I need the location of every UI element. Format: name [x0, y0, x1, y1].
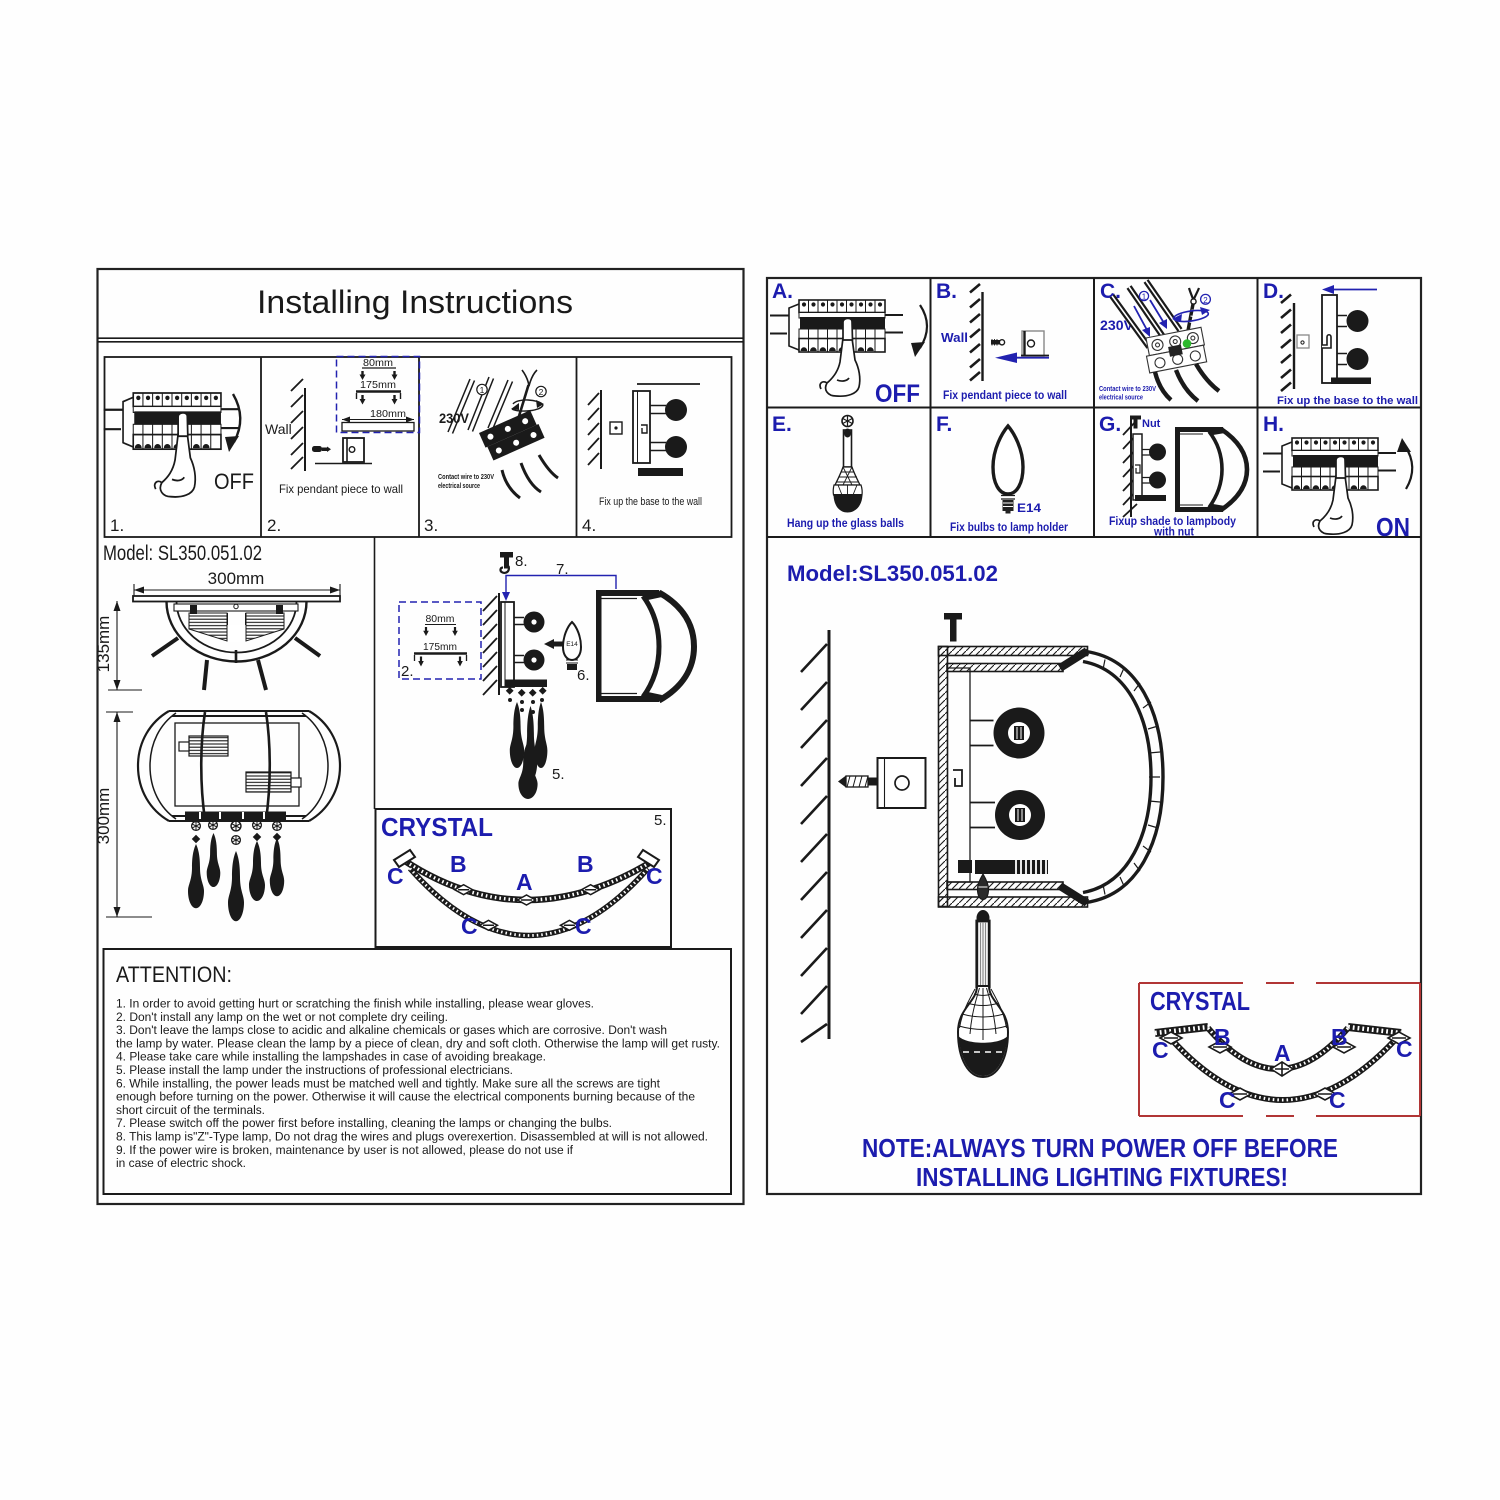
- svg-text:short circuit of the terminals: short circuit of the terminals.: [116, 1103, 265, 1117]
- svg-text:9. If the power wire is broken: 9. If the power wire is broken, maintena…: [116, 1143, 574, 1157]
- svg-text:B: B: [577, 851, 594, 877]
- svg-text:Wall: Wall: [941, 331, 968, 345]
- svg-text:electrical source: electrical source: [438, 481, 480, 490]
- svg-text:C: C: [1396, 1036, 1413, 1062]
- svg-text:Fixup shade to lampbody: Fixup shade to lampbody: [1109, 516, 1237, 528]
- svg-text:Fix up the base to the wall: Fix up the base to the wall: [599, 496, 702, 508]
- svg-text:in case of electric shock.: in case of electric shock.: [116, 1156, 246, 1170]
- svg-text:8.: 8.: [515, 553, 528, 570]
- svg-text:Wall: Wall: [265, 421, 292, 437]
- svg-text:1: 1: [1142, 293, 1147, 302]
- svg-text:2. Don't install any lamp on t: 2. Don't install any lamp on the wet or …: [116, 1010, 448, 1024]
- svg-text:Model:SL350.051.02: Model:SL350.051.02: [787, 561, 998, 586]
- svg-text:Contact wire to 230V: Contact wire to 230V: [1099, 384, 1156, 393]
- svg-text:2.: 2.: [401, 663, 414, 680]
- svg-text:C: C: [575, 913, 592, 939]
- svg-text:8. This lamp is"Z"-Type lamp,: 8. This lamp is"Z"-Type lamp, Do not dra…: [116, 1130, 708, 1144]
- svg-text:175mm: 175mm: [360, 379, 396, 391]
- svg-text:ON: ON: [1376, 512, 1410, 542]
- svg-text:C: C: [646, 863, 663, 889]
- svg-text:C: C: [461, 913, 478, 939]
- svg-text:175mm: 175mm: [423, 642, 457, 653]
- svg-text:E14: E14: [1017, 501, 1041, 515]
- svg-text:7. Please switch off the power: 7. Please switch off the power first bef…: [116, 1116, 612, 1130]
- svg-text:Fix pendant piece to wall: Fix pendant piece to wall: [943, 390, 1067, 402]
- svg-text:electrical source: electrical source: [1099, 393, 1143, 402]
- svg-text:C: C: [1152, 1037, 1169, 1063]
- svg-text:OFF: OFF: [214, 469, 254, 494]
- svg-text:E14: E14: [566, 641, 578, 648]
- svg-text:180mm: 180mm: [370, 408, 406, 420]
- svg-text:enough before turning on the p: enough before turning on the power. Othe…: [116, 1090, 695, 1104]
- svg-text:ATTENTION:: ATTENTION:: [116, 962, 232, 987]
- svg-text:135mm: 135mm: [94, 616, 113, 673]
- svg-text:4.: 4.: [582, 516, 596, 535]
- svg-text:B: B: [450, 851, 467, 877]
- svg-text:300mm: 300mm: [94, 788, 113, 845]
- svg-text:1: 1: [480, 385, 485, 395]
- svg-text:3.: 3.: [424, 516, 438, 535]
- svg-text:C: C: [387, 863, 404, 889]
- svg-text:Fix pendant piece to wall: Fix pendant piece to wall: [279, 482, 403, 496]
- svg-text:Contact wire to 230V: Contact wire to 230V: [438, 472, 494, 481]
- svg-text:OFF: OFF: [875, 380, 920, 408]
- svg-text:CRYSTAL: CRYSTAL: [381, 812, 493, 842]
- svg-text:6.: 6.: [577, 667, 590, 684]
- svg-text:2: 2: [539, 387, 544, 397]
- svg-text:5. Please install the lamp und: 5. Please install the lamp under the ins…: [116, 1063, 513, 1077]
- svg-text:G.: G.: [1099, 413, 1121, 436]
- svg-text:1. In order to avoid getting h: 1. In order to avoid getting hurt or scr…: [116, 997, 594, 1011]
- svg-text:B: B: [1331, 1024, 1348, 1050]
- svg-text:INSTALLING LIGHTING FIXTURES!: INSTALLING LIGHTING FIXTURES!: [916, 1162, 1288, 1192]
- svg-text:B: B: [1214, 1024, 1231, 1050]
- svg-text:2.: 2.: [267, 516, 281, 535]
- svg-text:the lamp by water. Please clea: the lamp by water. Please clean the lamp…: [116, 1036, 720, 1050]
- svg-text:NOTE:ALWAYS TURN POWER OFF BEF: NOTE:ALWAYS TURN POWER OFF BEFORE: [862, 1133, 1338, 1163]
- svg-text:with nut: with nut: [1153, 527, 1194, 539]
- svg-text:2: 2: [1203, 296, 1208, 305]
- svg-text:E.: E.: [772, 413, 792, 436]
- svg-text:1.: 1.: [110, 516, 124, 535]
- svg-text:C: C: [1219, 1087, 1236, 1113]
- svg-text:300mm: 300mm: [208, 569, 265, 588]
- svg-text:CRYSTAL: CRYSTAL: [1150, 986, 1250, 1016]
- svg-text:A: A: [1274, 1040, 1291, 1066]
- svg-text:B.: B.: [936, 280, 957, 303]
- svg-text:Installing Instructions: Installing Instructions: [257, 284, 573, 320]
- svg-text:Model: SL350.051.02: Model: SL350.051.02: [103, 542, 262, 565]
- svg-text:230V: 230V: [1100, 318, 1133, 333]
- svg-text:D.: D.: [1263, 280, 1284, 303]
- svg-text:3. Don't leave the lamps close: 3. Don't leave the lamps close to acidic…: [116, 1023, 667, 1037]
- svg-text:6. While installing, the power: 6. While installing, the power leads mus…: [116, 1076, 661, 1090]
- svg-text:5.: 5.: [654, 812, 667, 829]
- svg-text:Fix up the base to the wall: Fix up the base to the wall: [1277, 395, 1418, 407]
- svg-text:A: A: [516, 869, 533, 895]
- svg-text:C: C: [1329, 1087, 1346, 1113]
- svg-text:Nut: Nut: [1142, 418, 1161, 430]
- svg-text:Hang up the glass balls: Hang up the glass balls: [787, 518, 904, 530]
- svg-text:5.: 5.: [552, 766, 565, 783]
- svg-text:4. Please take care while inst: 4. Please take care while installing the…: [116, 1050, 546, 1064]
- svg-text:80mm: 80mm: [426, 614, 455, 625]
- svg-text:7.: 7.: [556, 561, 569, 578]
- svg-text:Fix bulbs to lamp holder: Fix bulbs to lamp holder: [950, 522, 1068, 534]
- svg-text:F.: F.: [936, 413, 952, 436]
- svg-text:A.: A.: [772, 280, 793, 303]
- svg-text:80mm: 80mm: [363, 357, 393, 369]
- svg-text:H.: H.: [1263, 413, 1284, 436]
